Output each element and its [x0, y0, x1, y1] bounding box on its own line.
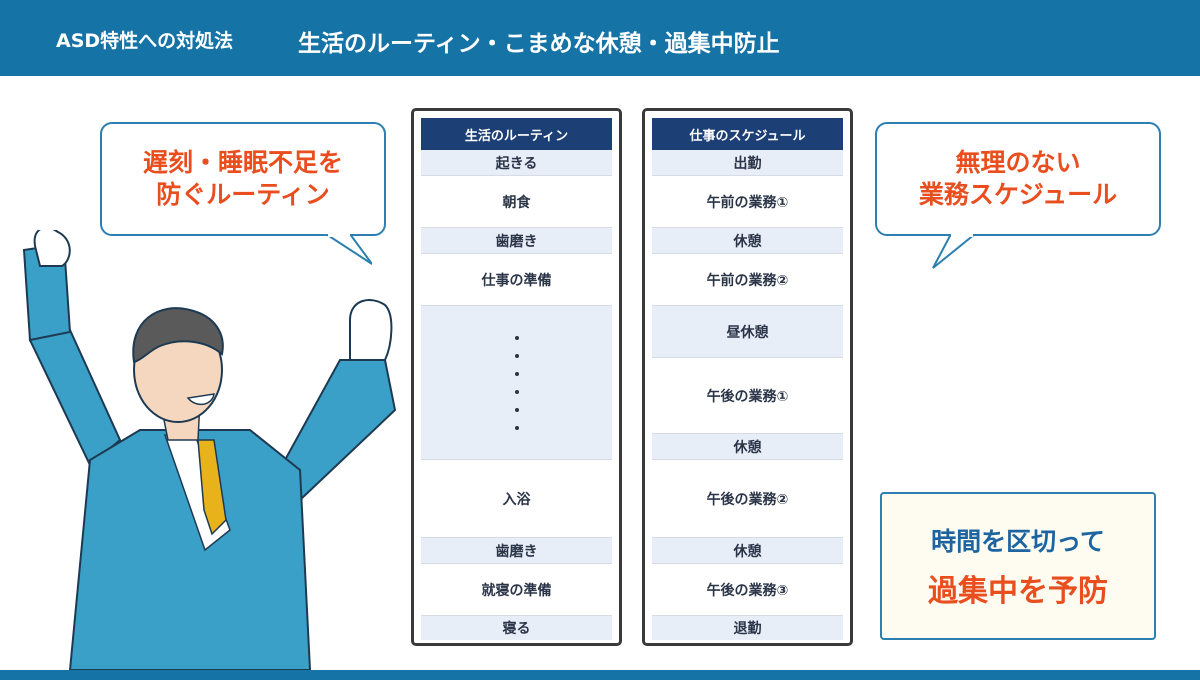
schedule-row: 昼休憩 [652, 306, 843, 358]
ellipsis-dot-icon [514, 353, 519, 358]
ellipsis-dot-icon [514, 371, 519, 376]
schedule-row: 午後の業務② [652, 460, 843, 538]
schedule-table: 仕事のスケジュール 出勤 午前の業務① 休憩 午前の業務② 昼休憩 午後の業務①… [642, 108, 853, 646]
routine-row: 歯磨き [421, 538, 612, 564]
schedule-table-title: 仕事のスケジュール [652, 118, 843, 150]
schedule-row: 退勤 [652, 616, 843, 640]
focus-tip-line1: 時間を区切って [931, 527, 1105, 556]
businessman-illustration [22, 230, 397, 670]
schedule-row: 午後の業務① [652, 358, 843, 434]
schedule-row: 休憩 [652, 434, 843, 460]
speech-tail-icon [326, 234, 372, 265]
schedule-row: 午後の業務③ [652, 564, 843, 616]
speech-bubble-schedule-text: 無理のない 業務スケジュール [918, 147, 1118, 210]
header-title: 生活のルーティン・こまめな休憩・過集中防止 [298, 31, 780, 57]
speech-tail-icon [932, 234, 975, 269]
schedule-row: 休憩 [652, 228, 843, 254]
routine-table-title: 生活のルーティン [421, 118, 612, 150]
routine-row-ellipsis [421, 306, 612, 460]
schedule-row: 午前の業務① [652, 176, 843, 228]
header-bar: ASD特性への対処法 生活のルーティン・こまめな休憩・過集中防止 [0, 0, 1200, 76]
ellipsis-dot-icon [514, 425, 519, 430]
routine-row: 仕事の準備 [421, 254, 612, 306]
schedule-row: 午前の業務② [652, 254, 843, 306]
footer-bar [0, 670, 1200, 680]
ellipsis-dot-icon [514, 335, 519, 340]
speech-bubble-schedule: 無理のない 業務スケジュール [875, 122, 1161, 269]
ellipsis-dot-icon [514, 407, 519, 412]
routine-row: 起きる [421, 150, 612, 176]
routine-row: 就寝の準備 [421, 564, 612, 616]
focus-tip-box: 時間を区切って 過集中を予防 [880, 492, 1156, 640]
routine-table: 生活のルーティン 起きる 朝食 歯磨き 仕事の準備 入浴 歯磨き 就寝の準備 寝… [411, 108, 622, 646]
header-label: ASD特性への対処法 [56, 30, 234, 52]
schedule-row: 休憩 [652, 538, 843, 564]
routine-row: 寝る [421, 616, 612, 640]
schedule-row: 出勤 [652, 150, 843, 176]
routine-row: 朝食 [421, 176, 612, 228]
speech-bubble-routine-text: 遅刻・睡眠不足を 防ぐルーティン [142, 147, 343, 210]
speech-bubble-routine: 遅刻・睡眠不足を 防ぐルーティン [100, 122, 386, 265]
routine-row: 歯磨き [421, 228, 612, 254]
ellipsis-dot-icon [514, 389, 519, 394]
routine-row: 入浴 [421, 460, 612, 538]
focus-tip-line2: 過集中を予防 [928, 574, 1108, 609]
